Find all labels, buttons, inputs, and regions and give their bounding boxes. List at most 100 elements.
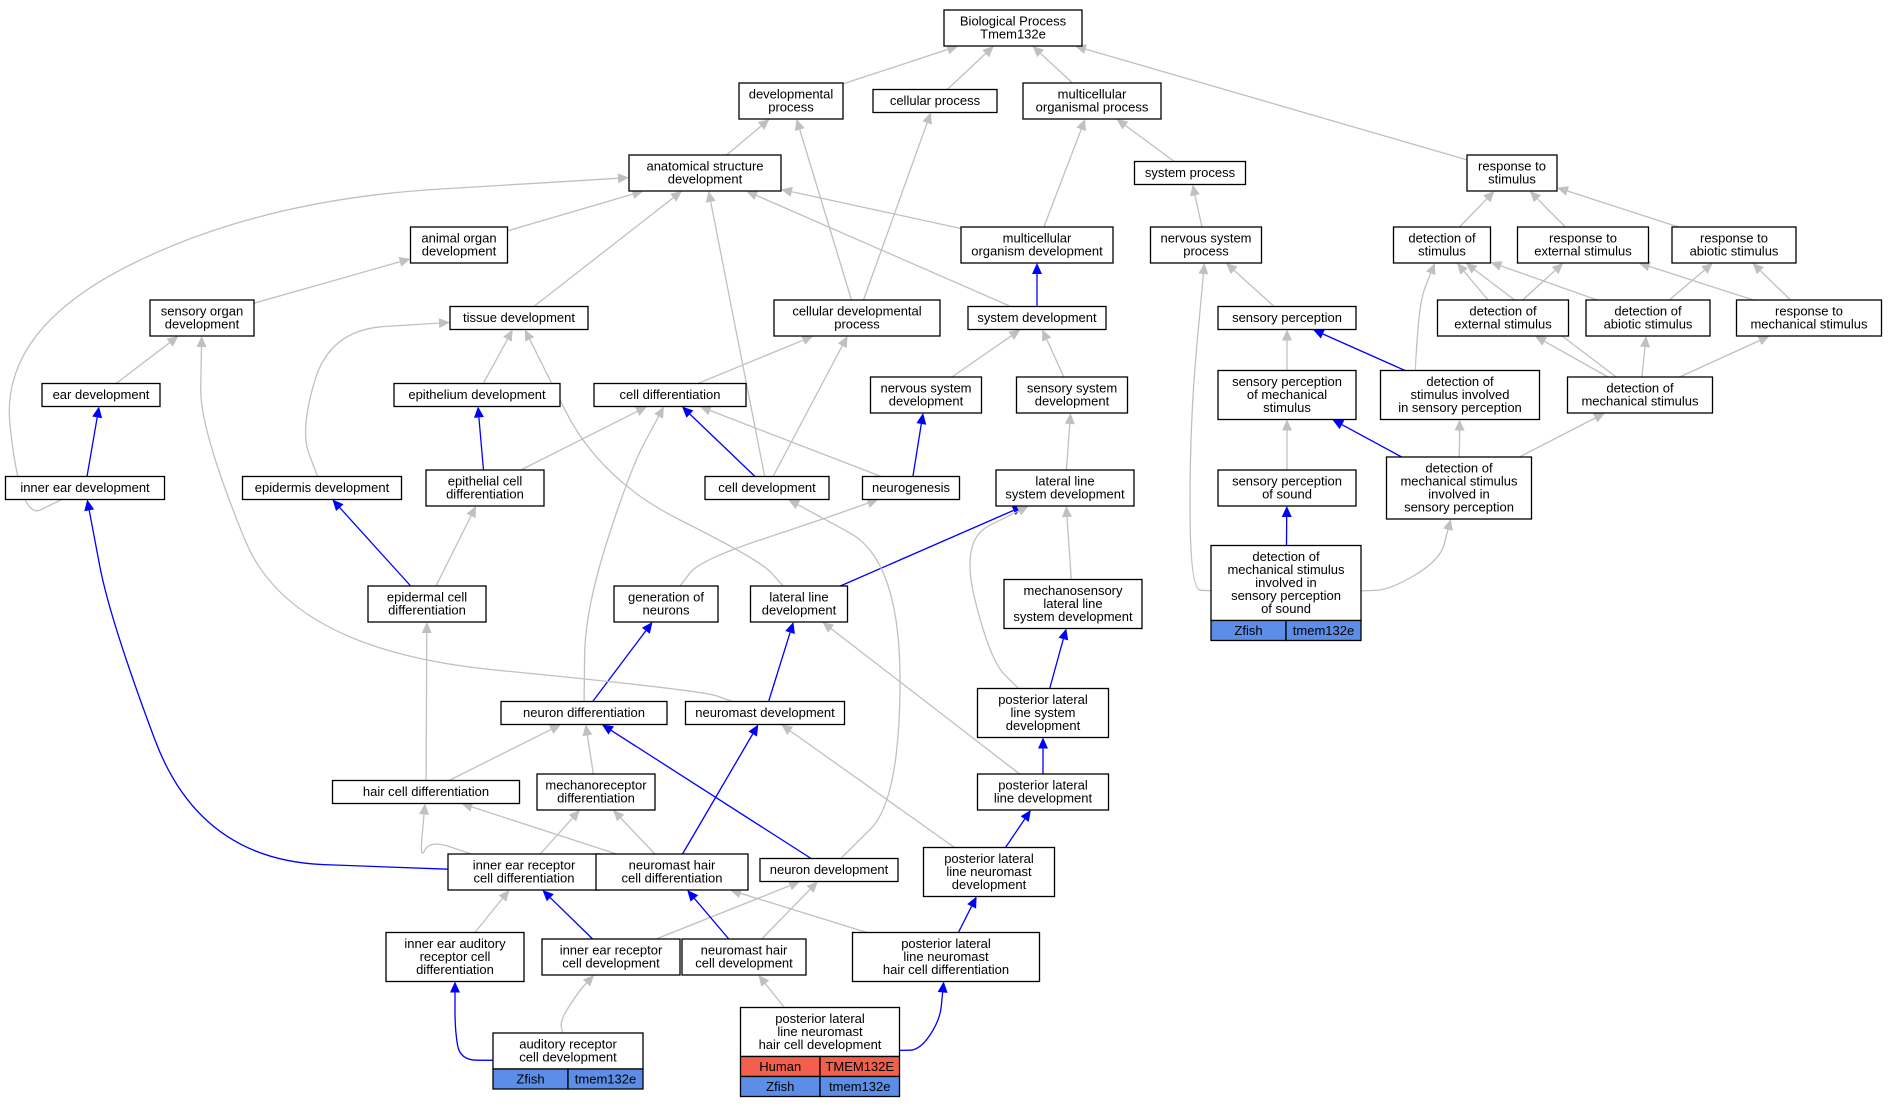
arrowhead (794, 119, 805, 131)
arrowhead (1752, 263, 1764, 275)
node-box (1516, 226, 1650, 264)
node-box (613, 585, 719, 623)
arrowhead (781, 186, 793, 197)
node-box (922, 846, 1056, 898)
go-term-node-neurdev[interactable]: neuron development (759, 857, 899, 883)
arrowhead (1557, 186, 1569, 196)
go-term-node-epid[interactable]: epithelium development (393, 382, 561, 408)
human-annotation-cell: Human (739, 1055, 821, 1078)
go-term-node-nmd[interactable]: neuromast development (684, 700, 846, 726)
node-box (1436, 299, 1570, 337)
node-box (1392, 226, 1492, 264)
arrowhead (1457, 263, 1468, 275)
node-label-line: epidermis development (255, 480, 390, 495)
go-term-node-celldev[interactable]: cell development (704, 475, 830, 501)
node-label-line: stimulus (1488, 172, 1536, 187)
go-term-node-sp[interactable]: sensory perception (1217, 305, 1357, 331)
node-box (1133, 160, 1247, 186)
arrowhead (866, 498, 879, 508)
arrowhead (466, 506, 476, 519)
node-box (595, 853, 749, 891)
go-term-node-sysproc[interactable]: system process (1133, 160, 1247, 186)
edge-res-to-rts (1529, 191, 1566, 228)
node-label-line: stimulus (1263, 400, 1311, 415)
node-label-line: hair cell differentiation (363, 784, 489, 799)
node-label-line: involved in (1255, 575, 1316, 590)
arrowhead (450, 981, 460, 993)
arrowhead (788, 880, 801, 891)
edge-ras-to-rts (1557, 186, 1679, 228)
edge-nmd-to-lld (767, 622, 795, 702)
arrowhead (801, 335, 814, 345)
go-term-node-neurog[interactable]: neurogenesis (861, 475, 961, 501)
go-term-node-ied[interactable]: inner ear development (4, 475, 166, 501)
arrowhead (937, 981, 948, 993)
go-term-node-eard[interactable]: ear development (41, 382, 161, 408)
go-term-node-cellproc[interactable]: cellular process (872, 88, 998, 114)
node-label-line: hair cell development (759, 1037, 882, 1052)
edge-mop-to-bp (1032, 46, 1073, 84)
node-box (541, 938, 681, 976)
node-label-line: differentiation (557, 791, 635, 806)
edge-does-to-res (1522, 263, 1564, 301)
go-term-node-celldiff[interactable]: cell differentiation (593, 382, 747, 408)
edge-gon-to-neurog (679, 498, 879, 587)
node-label-line: lateral line (1035, 474, 1094, 489)
go-term-node-sysdev[interactable]: system development (967, 305, 1107, 331)
node-label-line: neurogenesis (872, 480, 951, 495)
go-term-node-td[interactable]: tissue development (449, 305, 589, 331)
node-box (1385, 456, 1533, 520)
edge-doms-to-does (1535, 336, 1609, 378)
zfish-annotation-cell: tmem132e (819, 1075, 901, 1098)
edge-domsisp-to-dosisp (1454, 419, 1465, 458)
go-term-node-epidd[interactable]: epidermis development (241, 475, 403, 501)
go-term-node-neurdiff[interactable]: neuron differentiation (500, 700, 668, 726)
go-term-node-hcd[interactable]: hair cell differentiation (331, 779, 521, 805)
arrowhead (548, 724, 561, 734)
edge-neurdiff-to-celldiff (583, 406, 664, 702)
